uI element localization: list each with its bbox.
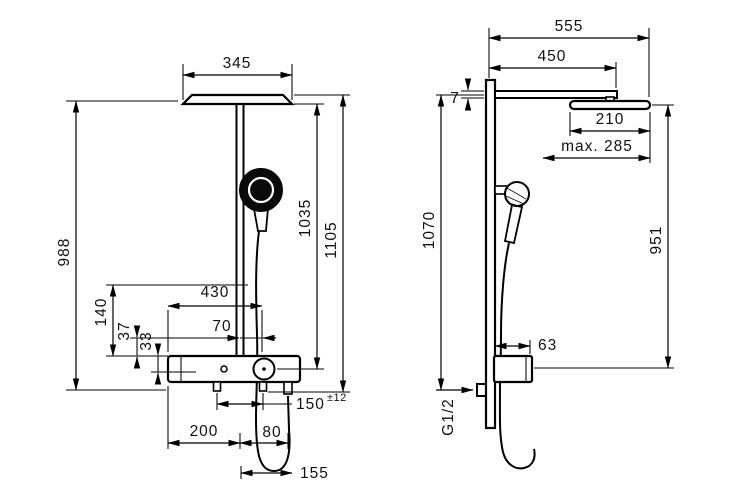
dim-1035: 1035 (277, 103, 324, 370)
hand-shower-front (239, 168, 283, 232)
dim-7-label: 7 (450, 90, 460, 107)
dim-988-label: 988 (56, 238, 73, 267)
dim-988: 988 (56, 100, 178, 391)
riser-pipe-front (235, 103, 245, 357)
hand-shower-side (494, 181, 530, 245)
dim-155-label: 155 (300, 465, 329, 482)
dim-63: 63 (494, 337, 557, 354)
dim-1105: 1105 (268, 94, 350, 393)
dim-37: 37 (116, 321, 238, 369)
thermostat-side (492, 354, 534, 384)
dim-80-label: 80 (262, 424, 281, 441)
overhead-shower-side (568, 99, 652, 111)
dim-140: 140 (93, 284, 248, 357)
dim-70: 70 (212, 318, 276, 342)
shower-arm-side (494, 90, 618, 99)
dim-1070-label: 1070 (421, 211, 438, 249)
dim-g12-label: G1/2 (440, 398, 457, 436)
dim-150: 150 ±12 (216, 392, 347, 413)
dim-450-label: 450 (538, 48, 567, 65)
hand-shower-ring (247, 176, 275, 204)
inlet-stub-right (258, 381, 268, 392)
overhead-shower-front (180, 93, 295, 106)
thermostat-front (166, 354, 302, 395)
front-view: 345 988 140 37 33 (56, 55, 350, 482)
dim-450: 450 (488, 48, 617, 88)
hand-shower-disc (239, 168, 283, 212)
dim-63-label: 63 (538, 337, 557, 354)
select-button (220, 365, 228, 373)
dim-430: 430 (167, 284, 263, 352)
dim-200-label: 200 (190, 423, 219, 440)
dim-70-label: 70 (212, 318, 231, 335)
dim-1105-label: 1105 (323, 221, 340, 258)
side-view: 555 450 7 210 max. 285 (421, 18, 674, 470)
dim-210: 210 (569, 111, 651, 163)
dim-150-tolerance: ±12 (327, 392, 347, 404)
dim-33-label: 33 (138, 331, 155, 350)
riser-pipe-side (484, 78, 497, 430)
dim-80: 80 (239, 424, 289, 449)
hose-fitting (283, 381, 293, 395)
dim-37-label: 37 (116, 321, 133, 340)
dim-g12: G1/2 (436, 386, 474, 436)
dim-430-label: 430 (201, 284, 230, 301)
shower-hose-front (254, 230, 291, 473)
dim-150-label: 150 (296, 396, 325, 413)
dim-max-285: max. 285 (542, 138, 651, 162)
dim-345: 345 (182, 55, 293, 100)
dim-1070: 1070 (421, 94, 484, 391)
dim-555-label: 555 (555, 18, 584, 35)
dim-7: 7 (450, 78, 484, 111)
dim-max-285-label: max. 285 (561, 138, 633, 155)
dim-1035-label: 1035 (297, 199, 314, 237)
inlet-stub-left (212, 381, 222, 392)
dim-33: 33 (138, 331, 196, 385)
dim-555: 555 (488, 18, 650, 97)
dim-140-label: 140 (93, 298, 110, 327)
dim-155: 155 (240, 465, 329, 482)
dim-345-label: 345 (223, 55, 252, 72)
dim-210-label: 210 (596, 111, 625, 128)
dim-951: 951 (534, 104, 674, 369)
dim-200: 200 (167, 386, 241, 449)
dim-951-label: 951 (648, 226, 665, 255)
